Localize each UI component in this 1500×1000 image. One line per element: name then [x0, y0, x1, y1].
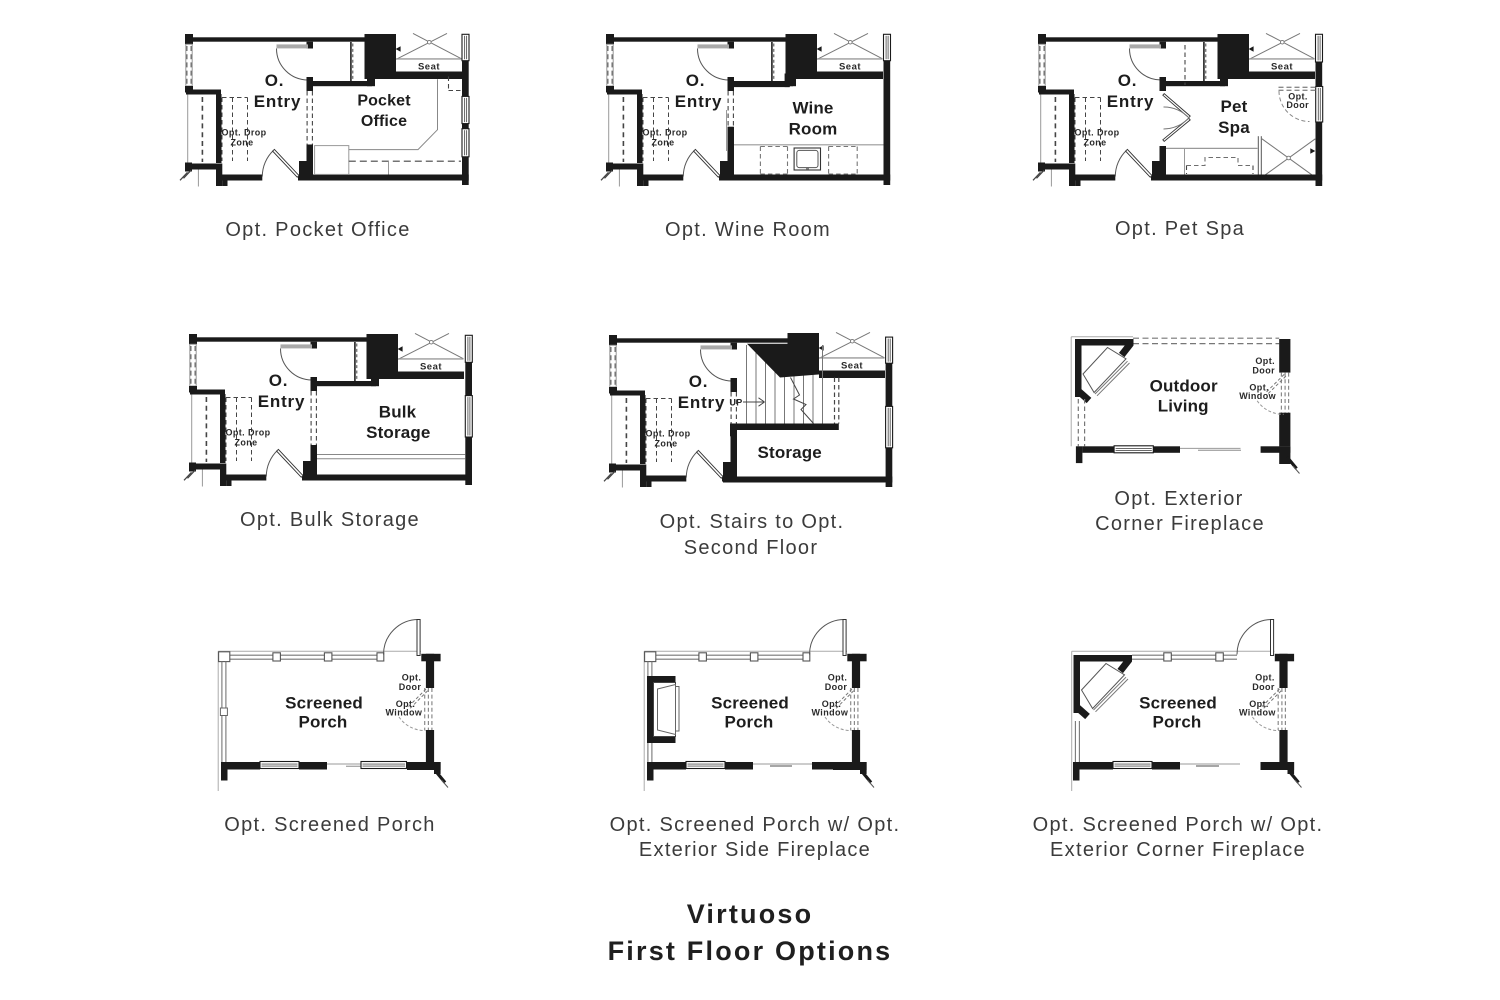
svg-text:Screened: Screened	[1139, 694, 1217, 713]
svg-text:Storage: Storage	[366, 423, 430, 442]
svg-text:Porch: Porch	[1153, 713, 1202, 732]
svg-text:Spa: Spa	[1218, 118, 1250, 137]
svg-text:Opt.: Opt.	[402, 673, 422, 683]
svg-text:Opt. Pet Spa: Opt. Pet Spa	[1115, 218, 1245, 240]
svg-text:Pet: Pet	[1221, 97, 1248, 116]
svg-text:Bulk: Bulk	[379, 403, 417, 422]
svg-text:Porch: Porch	[725, 713, 774, 732]
svg-text:Screened: Screened	[285, 694, 363, 713]
svg-text:Outdoor: Outdoor	[1150, 377, 1218, 396]
svg-text:Window: Window	[385, 708, 422, 718]
svg-text:Window: Window	[811, 708, 848, 718]
svg-text:Door: Door	[1286, 100, 1309, 110]
svg-text:Storage: Storage	[758, 443, 822, 462]
svg-text:Opt.: Opt.	[396, 699, 416, 709]
svg-text:Corner Fireplace: Corner Fireplace	[1095, 513, 1265, 535]
svg-text:First Floor Options: First Floor Options	[608, 936, 893, 966]
svg-text:Opt.: Opt.	[1255, 356, 1275, 366]
svg-text:Window: Window	[1239, 391, 1276, 401]
svg-text:Door: Door	[1252, 366, 1275, 376]
svg-text:Opt. Pocket Office: Opt. Pocket Office	[225, 219, 410, 241]
svg-text:Office: Office	[361, 113, 407, 130]
svg-text:Door: Door	[1252, 682, 1275, 692]
svg-text:Screened: Screened	[711, 694, 789, 713]
svg-text:Exterior Side Fireplace: Exterior Side Fireplace	[639, 839, 871, 861]
svg-text:Opt.: Opt.	[1255, 673, 1275, 683]
svg-text:Porch: Porch	[299, 713, 348, 732]
svg-text:Opt.: Opt.	[1249, 383, 1269, 393]
svg-text:Second Floor: Second Floor	[684, 537, 819, 559]
svg-text:Pocket: Pocket	[357, 93, 411, 110]
svg-text:Opt.: Opt.	[1288, 91, 1308, 101]
svg-text:UP: UP	[729, 398, 742, 408]
svg-text:Exterior Corner Fireplace: Exterior Corner Fireplace	[1050, 839, 1306, 861]
svg-text:Wine: Wine	[792, 99, 833, 118]
svg-text:Room: Room	[789, 120, 838, 139]
svg-text:Opt.: Opt.	[828, 673, 848, 683]
svg-text:Opt. Wine Room: Opt. Wine Room	[665, 219, 831, 241]
svg-text:Window: Window	[1239, 708, 1276, 718]
svg-text:Door: Door	[399, 682, 422, 692]
svg-text:Opt. Exterior: Opt. Exterior	[1114, 488, 1243, 510]
svg-text:Opt. Screened Porch: Opt. Screened Porch	[224, 814, 435, 836]
svg-text:Opt. Stairs to Opt.: Opt. Stairs to Opt.	[660, 511, 845, 533]
svg-text:Opt.: Opt.	[822, 699, 842, 709]
svg-text:Living: Living	[1158, 397, 1209, 416]
svg-text:Opt. Screened Porch w/ Opt.: Opt. Screened Porch w/ Opt.	[1033, 814, 1324, 836]
svg-text:Opt. Screened Porch w/ Opt.: Opt. Screened Porch w/ Opt.	[610, 814, 901, 836]
svg-text:Virtuoso: Virtuoso	[687, 899, 814, 929]
svg-text:Opt. Bulk Storage: Opt. Bulk Storage	[240, 509, 420, 531]
svg-text:Door: Door	[825, 682, 848, 692]
svg-text:Opt.: Opt.	[1249, 699, 1269, 709]
